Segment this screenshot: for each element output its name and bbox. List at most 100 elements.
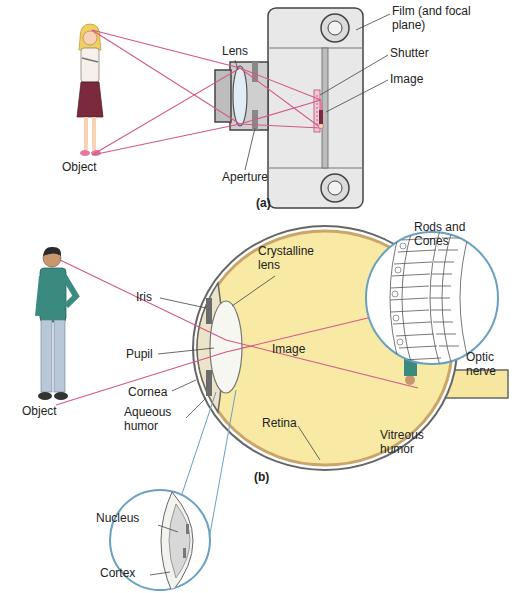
light-rays <box>92 68 321 155</box>
leader-line <box>320 55 388 95</box>
film-label: Film (and focal plane) <box>392 4 492 32</box>
magnifier-lens <box>183 548 186 558</box>
magnifier-lens <box>169 504 190 578</box>
man-figure <box>38 276 42 316</box>
magnifier-retina <box>393 315 399 321</box>
eyeball <box>206 370 212 396</box>
man-figure <box>54 320 65 392</box>
woman-figure <box>77 24 103 156</box>
camera-body <box>268 8 363 208</box>
part-label: Iris <box>136 290 166 304</box>
magnifier-lens <box>110 390 236 592</box>
light-rays <box>56 258 418 388</box>
lens-barrel <box>233 66 247 126</box>
leader-line <box>298 426 320 460</box>
part-label: Aqueous humor <box>124 405 184 433</box>
man-figure <box>43 247 61 256</box>
lens-barrel <box>230 62 268 130</box>
film-plane <box>314 48 328 168</box>
part-label: Lens <box>222 44 262 58</box>
magnifier-retina <box>392 243 407 365</box>
man-figure <box>38 392 52 400</box>
part-label: Image <box>390 72 450 86</box>
magnifier-retina <box>390 230 400 366</box>
leader-line <box>356 14 390 30</box>
camera-body <box>328 181 342 195</box>
leader-line <box>158 525 178 532</box>
camera-body <box>328 21 342 35</box>
magnifier-retina <box>430 238 462 346</box>
camera-body <box>268 48 363 49</box>
leader-line <box>232 276 275 306</box>
object-label: Object <box>62 160 122 174</box>
leader-line <box>150 276 320 575</box>
magnifier-lens <box>161 492 193 592</box>
film-image <box>319 110 323 124</box>
part-label: Cortex <box>100 566 160 580</box>
magnifier-retina <box>390 230 470 366</box>
film-image <box>320 101 322 110</box>
magnifier-retina <box>400 243 406 249</box>
woman-figure <box>84 117 88 150</box>
magnifier-retina <box>390 238 441 360</box>
light-rays <box>56 306 418 405</box>
woman-figure <box>81 48 99 82</box>
part-label: Rods and Cones <box>414 220 474 248</box>
film-image <box>319 124 324 129</box>
eyeball <box>206 298 212 324</box>
part-label: Cornea <box>128 385 178 399</box>
eyeball <box>210 301 242 393</box>
part-label: Pupil <box>126 347 166 361</box>
leader-line <box>245 128 255 170</box>
part-label: Nucleus <box>96 511 156 525</box>
part-label: Crystalline lens <box>258 244 320 272</box>
light-rays <box>56 258 418 405</box>
woman-figure <box>92 117 96 150</box>
woman-figure <box>82 58 98 62</box>
part-label: Optic nerve <box>466 350 518 378</box>
film-plane <box>322 48 328 168</box>
light-rays <box>92 100 321 155</box>
man-figure <box>41 320 52 392</box>
camera-body <box>321 174 349 202</box>
film-plane <box>317 95 318 127</box>
camera-body <box>321 14 349 42</box>
lens-barrel <box>215 62 268 130</box>
film-image <box>319 101 324 129</box>
magnifier-retina <box>460 230 470 366</box>
part-label: Vitreous humor <box>380 428 440 456</box>
magnifier-retina <box>392 291 398 297</box>
leader-line <box>150 572 170 575</box>
light-rays <box>92 30 321 155</box>
magnifier-retina <box>366 232 498 364</box>
leader-line <box>235 60 238 70</box>
camera-body <box>268 168 363 169</box>
object-label: Object <box>22 404 82 418</box>
man-figure <box>64 276 76 306</box>
leader-line <box>158 348 214 354</box>
woman-figure <box>77 82 103 117</box>
leader-line <box>186 398 206 418</box>
magnifier-retina <box>401 359 407 365</box>
panel-label: (b) <box>254 470 284 484</box>
woman-figure <box>80 150 90 156</box>
panel-label: (a) <box>256 196 286 210</box>
retina-image <box>405 375 415 385</box>
light-rays <box>92 30 321 128</box>
man-figure <box>40 268 66 322</box>
magnifier-lens <box>161 492 193 592</box>
part-label: Image <box>272 342 322 356</box>
magnifier-lens <box>206 390 236 556</box>
light-rays <box>92 30 321 128</box>
part-label: Retina <box>262 416 312 430</box>
leader-line <box>326 80 388 112</box>
magnifier-retina <box>397 339 403 345</box>
magnifier-retina <box>402 230 412 366</box>
magnifier-retina <box>366 230 498 366</box>
leader-line <box>172 380 196 391</box>
woman-figure <box>83 31 97 45</box>
woman-figure <box>79 24 101 50</box>
leader-line <box>160 298 206 308</box>
